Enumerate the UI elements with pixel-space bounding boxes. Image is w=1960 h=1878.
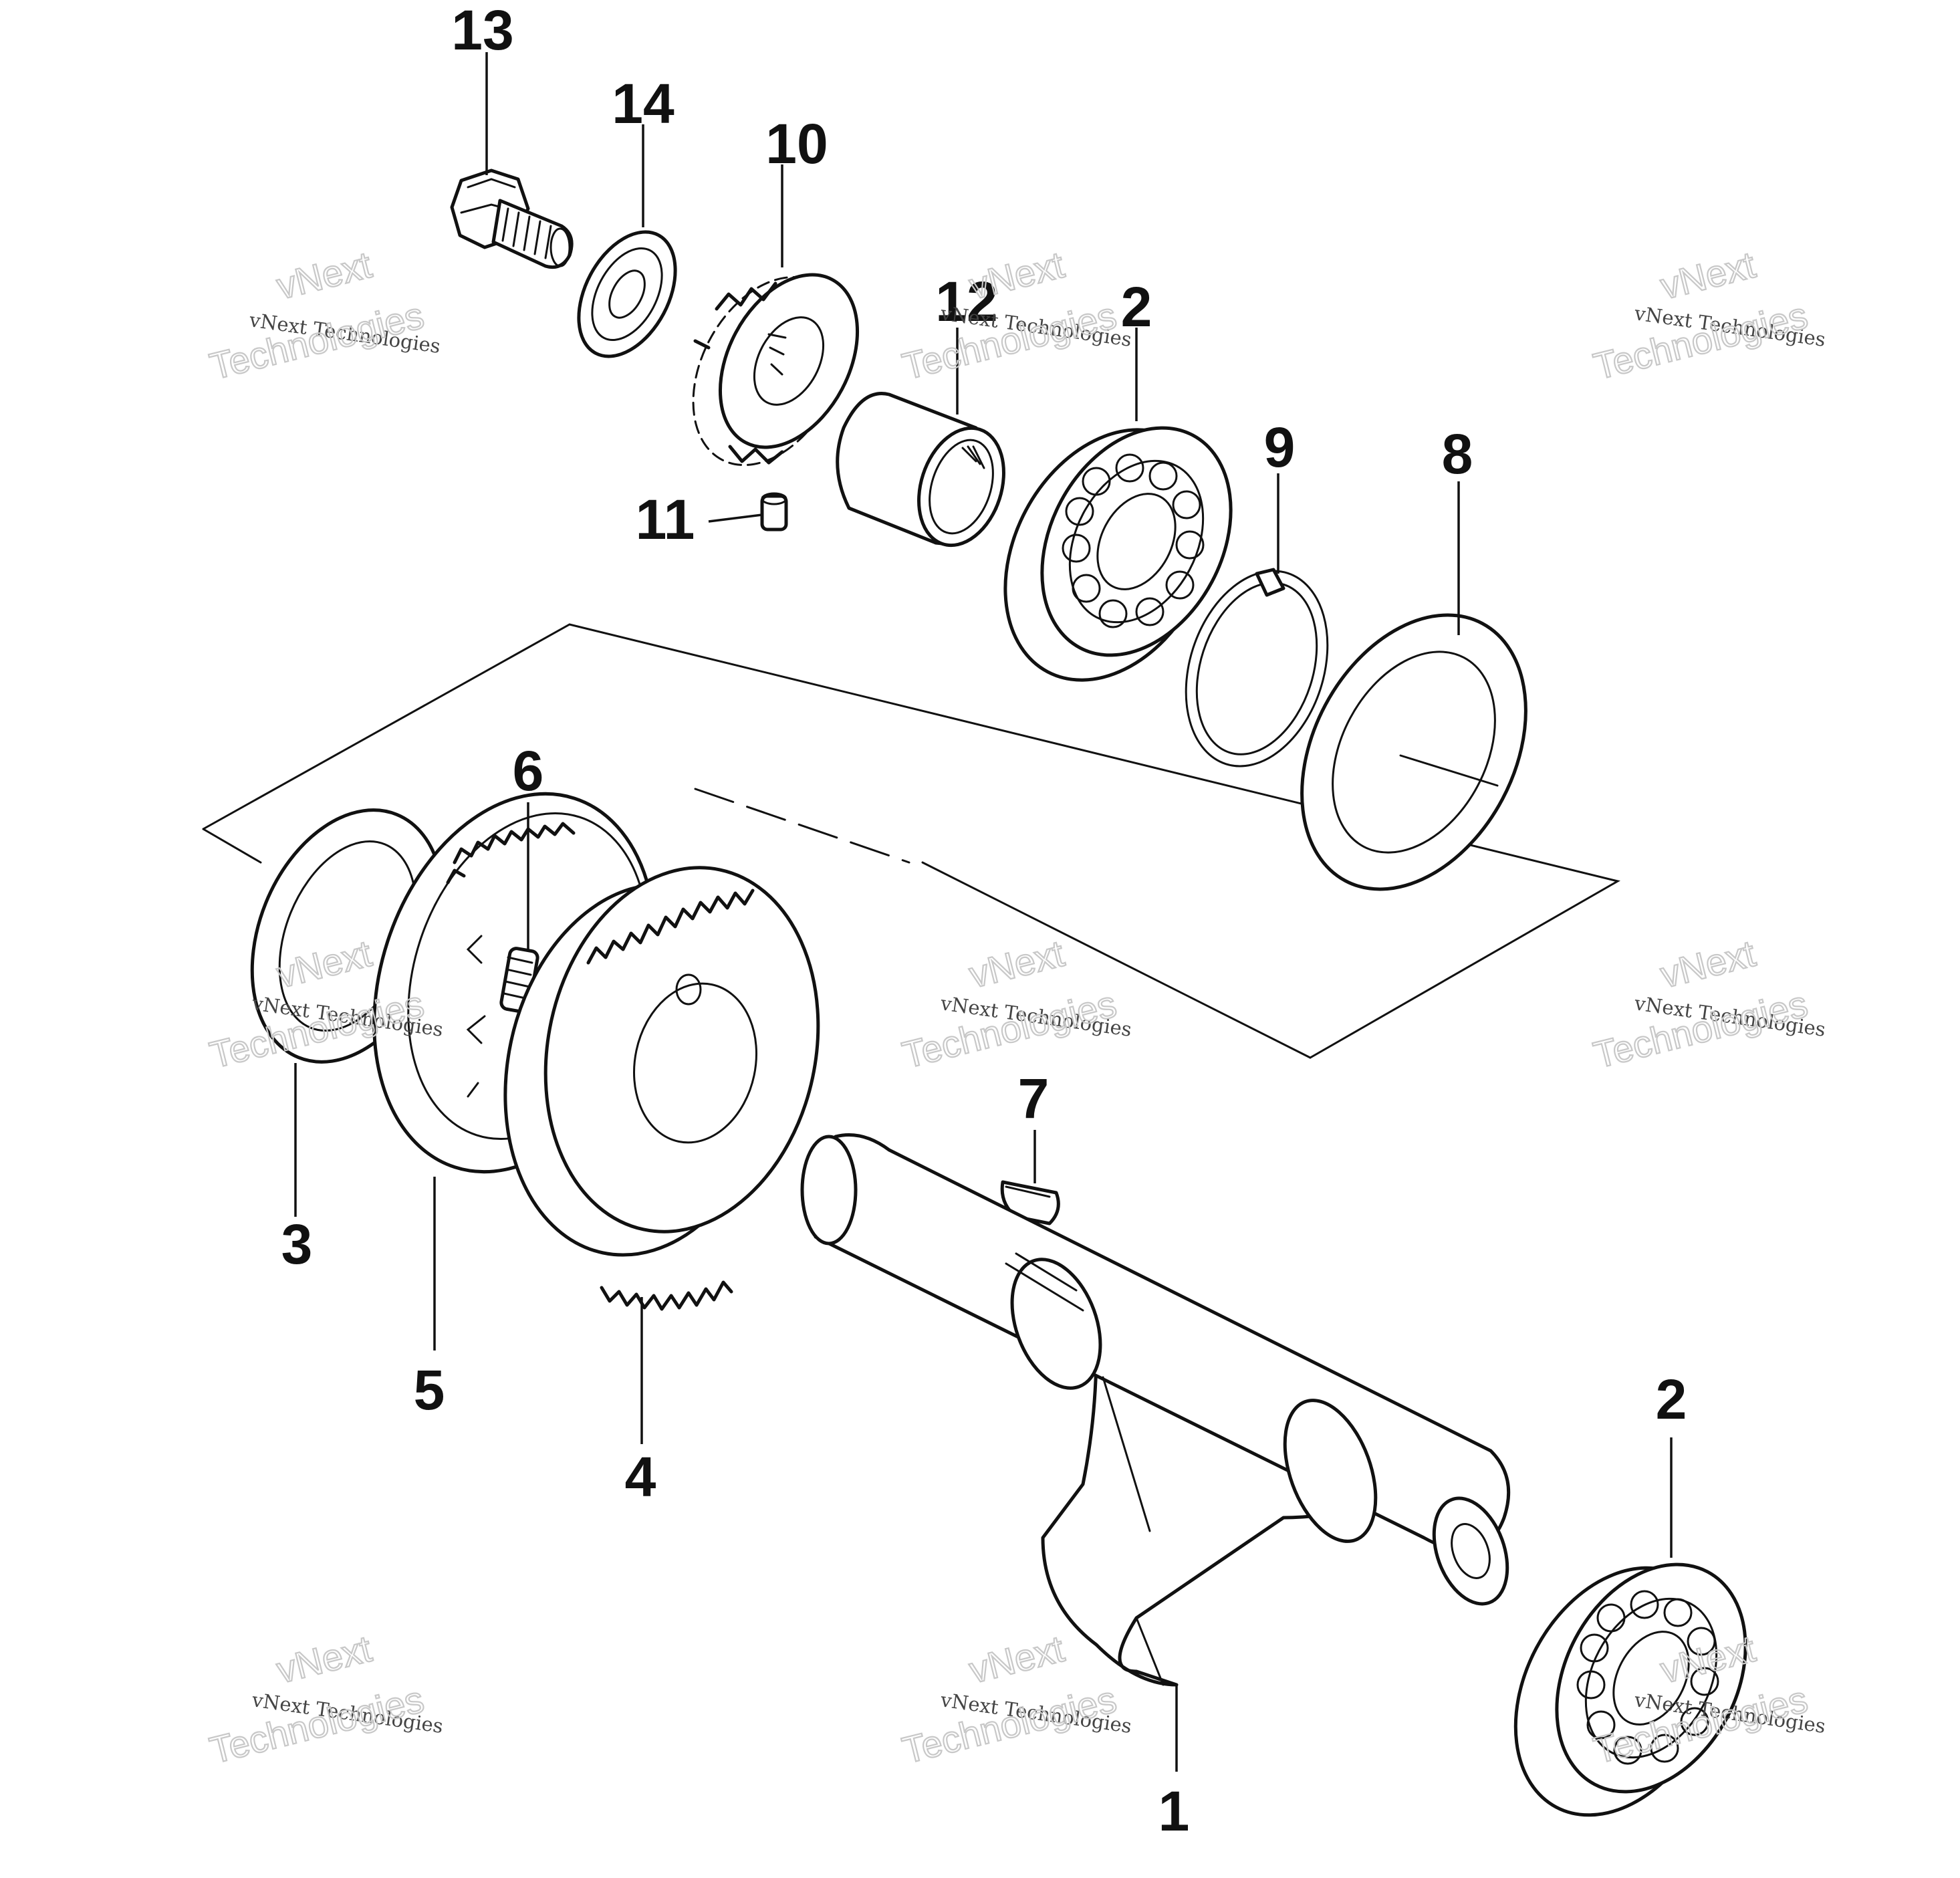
callout-4: 4 xyxy=(625,1445,656,1508)
svg-text:vNext: vNext xyxy=(965,932,1069,996)
svg-text:Technologies: Technologies xyxy=(898,982,1120,1076)
dowel-pin xyxy=(760,492,788,532)
callout-14: 14 xyxy=(612,72,675,135)
svg-text:Technologies: Technologies xyxy=(1590,294,1812,387)
watermark-mid-center: vNext vNext Technologies Technologies xyxy=(898,931,1133,1077)
ball-bearing-upper xyxy=(1003,426,1233,682)
callout-3: 3 xyxy=(281,1213,313,1276)
watermark-mid-right: vNext vNext Technologies Technologies xyxy=(1589,931,1827,1077)
bushing-sleeve xyxy=(836,392,1005,548)
watermark-bottom-center: vNext vNext Technologies Technologies xyxy=(898,1627,1133,1772)
svg-text:vNext: vNext xyxy=(965,1627,1069,1691)
callout-10: 10 xyxy=(765,112,828,175)
callout-12: 12 xyxy=(935,270,997,333)
kick-starter-gear xyxy=(503,866,820,1311)
svg-text:vNext: vNext xyxy=(273,243,376,308)
watermark-top-right: vNext vNext Technologies Technologies xyxy=(1589,243,1827,388)
callout-13: 13 xyxy=(451,0,513,62)
callout-labels: 13 14 10 12 2 11 9 8 6 7 3 5 4 2 1 xyxy=(281,0,1687,1843)
callout-7: 7 xyxy=(1018,1067,1050,1130)
svg-text:vNext: vNext xyxy=(273,1627,376,1691)
leader-lines xyxy=(294,52,1673,1772)
callout-8: 8 xyxy=(1442,423,1473,485)
callout-6: 6 xyxy=(513,739,544,802)
svg-text:vNext: vNext xyxy=(1657,243,1760,308)
thrust-washer-upper xyxy=(1300,613,1527,891)
svg-text:vNext: vNext xyxy=(1657,932,1760,996)
watermark-top-center: vNext vNext Technologies Technologies xyxy=(898,243,1133,388)
frame-center-axis xyxy=(694,788,910,864)
callout-11: 11 xyxy=(636,488,695,551)
snap-ring xyxy=(1185,568,1329,768)
svg-text:Technologies: Technologies xyxy=(898,294,1120,387)
svg-text:vNext: vNext xyxy=(965,243,1069,308)
callout-1: 1 xyxy=(1158,1780,1190,1843)
callout-9: 9 xyxy=(1264,416,1296,479)
frame-lower-edge xyxy=(921,861,1312,1059)
callout-5: 5 xyxy=(414,1359,445,1421)
watermark-top-left: vNext vNext Technologies Technologies xyxy=(205,243,442,388)
callout-2-upper: 2 xyxy=(1121,275,1152,338)
ball-bearing-lower xyxy=(1513,1562,1747,1817)
svg-text:Technologies: Technologies xyxy=(206,294,428,387)
svg-text:Technologies: Technologies xyxy=(1590,982,1812,1076)
subassembly-frame xyxy=(202,623,1620,1059)
kick-starter-shaft xyxy=(800,1133,1511,1687)
flange-bolt xyxy=(450,168,574,269)
splined-collar xyxy=(692,273,860,467)
callout-2-lower: 2 xyxy=(1656,1368,1687,1431)
svg-text:Technologies: Technologies xyxy=(898,1677,1120,1771)
watermark-bottom-left: vNext vNext Technologies Technologies xyxy=(205,1627,445,1772)
flat-washer xyxy=(577,230,677,358)
svg-text:Technologies: Technologies xyxy=(206,1677,428,1771)
